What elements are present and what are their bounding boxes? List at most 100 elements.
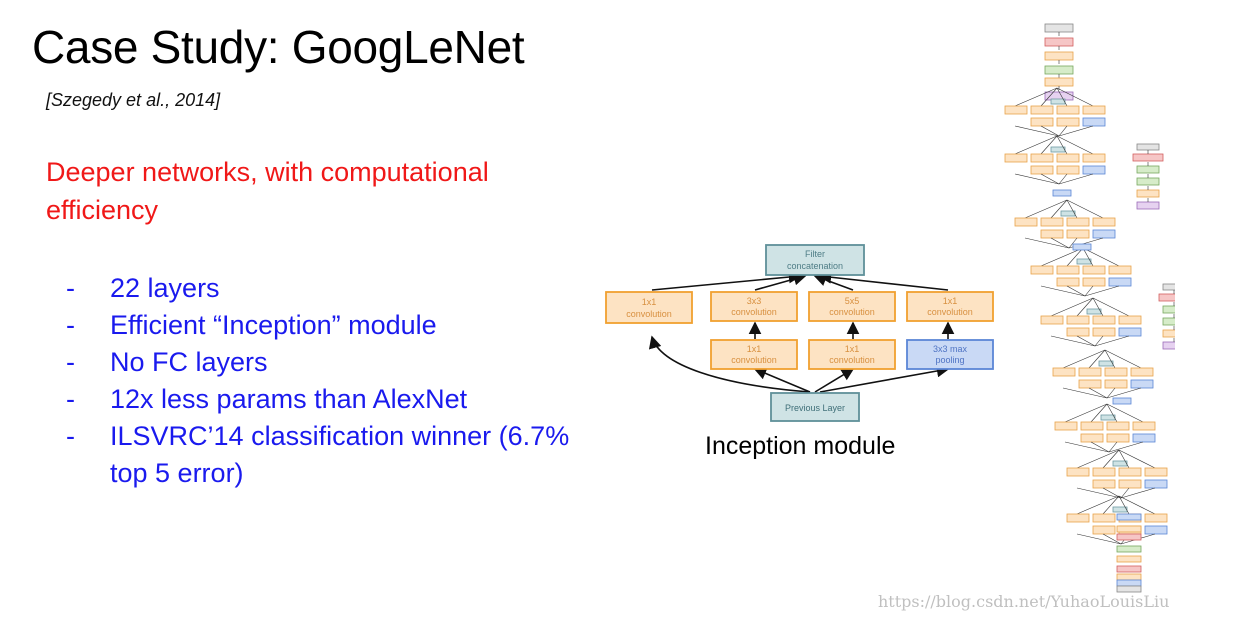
connection-line — [1064, 441, 1110, 453]
inception-conv-block — [1078, 379, 1102, 389]
connection-line — [1056, 87, 1094, 107]
inception-conv-block — [1054, 421, 1078, 431]
inception-pool-block — [1082, 117, 1106, 127]
connection-line — [1118, 449, 1130, 469]
connection-line — [1076, 533, 1122, 545]
connection-line — [1024, 237, 1070, 249]
svg-text:3x3 max: 3x3 max — [933, 344, 968, 354]
inception-conv-block — [1066, 217, 1090, 227]
svg-text:5x5: 5x5 — [845, 296, 860, 306]
connection-line — [1106, 387, 1116, 399]
connection-line — [1084, 285, 1094, 297]
pool-block — [1072, 243, 1092, 251]
inception-conv-block — [1066, 467, 1090, 477]
connection-line — [1076, 495, 1120, 515]
connection-line — [1056, 87, 1068, 107]
connection-line — [1104, 349, 1116, 369]
head-layer-block — [1116, 525, 1142, 533]
inception-conv-block — [1052, 367, 1076, 377]
inception-pool-block — [1082, 165, 1106, 175]
connection-line — [1102, 533, 1122, 545]
connection-line — [1094, 335, 1130, 347]
connection-line — [1066, 285, 1086, 297]
connection-line — [1058, 173, 1094, 185]
inception-conv-block — [1030, 105, 1054, 115]
inception-pool-block — [1108, 277, 1132, 287]
connection-line — [1056, 135, 1094, 155]
aux-layer-block — [1136, 201, 1160, 210]
inception-conv-block — [1056, 117, 1080, 127]
connection-line — [1082, 247, 1120, 267]
connection-line — [1068, 237, 1078, 249]
connection-line — [1082, 247, 1094, 267]
connection-line — [1094, 335, 1104, 347]
previous-layer-box: Previous Layer — [770, 392, 860, 422]
bullet-item: -12x less params than AlexNet — [66, 381, 580, 418]
svg-text:convolution: convolution — [829, 307, 875, 317]
connection-line — [1062, 349, 1106, 369]
connection-line — [1058, 173, 1068, 185]
inception-conv-block — [1082, 277, 1106, 287]
inception-pool-block — [1144, 479, 1168, 489]
concat-block — [1112, 506, 1128, 513]
bullet-item: -No FC layers — [66, 344, 580, 381]
inception-conv-block — [1106, 433, 1130, 443]
concat-block — [1060, 210, 1076, 217]
inception-conv-block — [1080, 433, 1104, 443]
connection-line — [1066, 199, 1078, 219]
inception-conv-block — [1108, 265, 1132, 275]
head-layer-block — [1116, 585, 1142, 593]
inception-conv-block — [1004, 153, 1028, 163]
inception-conv-block — [1082, 265, 1106, 275]
aux-layer-block — [1136, 189, 1160, 198]
aux-layer-block — [1162, 317, 1175, 326]
connection-line — [1076, 449, 1120, 469]
concat-block — [1050, 98, 1066, 105]
svg-text:1x1: 1x1 — [845, 344, 860, 354]
connection-line — [1084, 285, 1120, 297]
inception-conv-block — [1066, 513, 1090, 523]
connection-line — [1108, 441, 1144, 453]
svg-text:Previous Layer: Previous Layer — [785, 403, 845, 413]
inception-pool-block — [1132, 433, 1156, 443]
stem-layer-block — [1044, 77, 1074, 87]
inception-conv-block — [1066, 229, 1090, 239]
concat-block — [1050, 146, 1066, 153]
pool-block — [1112, 397, 1132, 405]
inception-conv-block — [1056, 277, 1080, 287]
inception-conv-block — [1092, 327, 1116, 337]
svg-text:1x1: 1x1 — [943, 296, 958, 306]
svg-text:convolution: convolution — [927, 307, 973, 317]
stem-layer-block — [1044, 51, 1074, 61]
head-layer-block — [1116, 555, 1142, 563]
inception-conv-block — [1092, 479, 1116, 489]
bullet-dash: - — [66, 421, 75, 451]
svg-text:pooling: pooling — [935, 355, 964, 365]
bullet-dash: - — [66, 347, 75, 377]
head-layer-block — [1116, 573, 1142, 581]
head-layer-block — [1116, 545, 1142, 553]
googlenet-architecture-diagram — [1004, 23, 1175, 593]
conv-1x1-right-box: 1x1 convolution — [906, 291, 994, 322]
inception-conv-block — [1056, 265, 1080, 275]
aux-layer-block — [1162, 341, 1175, 350]
inception-conv-block — [1066, 327, 1090, 337]
reduce-1x1-b-box: 1x1 convolution — [808, 339, 896, 370]
aux-layer-block — [1136, 165, 1160, 174]
connection-line — [1040, 135, 1058, 155]
inception-conv-block — [1132, 421, 1156, 431]
connection-line — [1040, 125, 1060, 137]
connection-line — [1024, 199, 1068, 219]
inception-conv-block — [1040, 217, 1064, 227]
filter-concat-label-2: concatenation — [787, 261, 843, 271]
inception-module-caption: Inception module — [705, 432, 896, 460]
inception-pool-block — [1144, 525, 1168, 535]
svg-text:convolution: convolution — [829, 355, 875, 365]
filter-concatenation-box: Filter concatenation — [765, 244, 865, 276]
connection-line — [1104, 349, 1142, 369]
connection-line — [1014, 135, 1058, 155]
aux-layer-block — [1158, 293, 1175, 302]
connection-line — [1040, 247, 1084, 267]
inception-conv-block — [1030, 117, 1054, 127]
connection-line — [1092, 297, 1104, 317]
